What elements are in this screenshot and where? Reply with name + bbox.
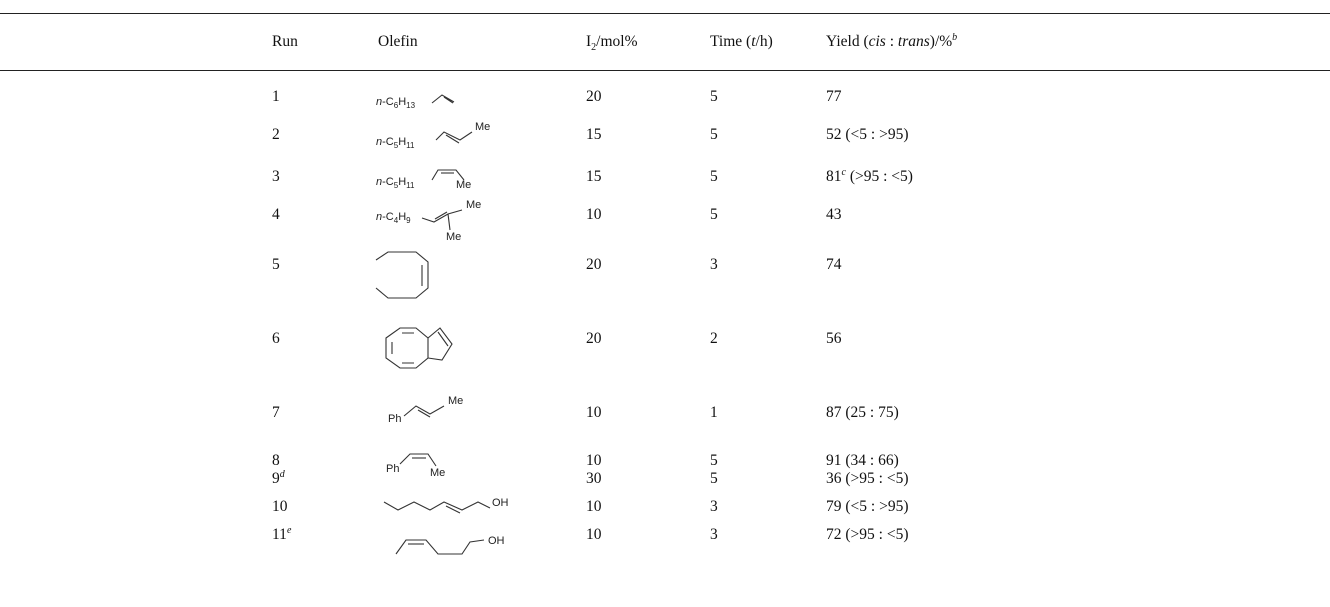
table-top-rule [0,13,1330,14]
cell-iodine: 15 [586,168,602,185]
svg-text:Me: Me [475,121,490,133]
cell-time: 3 [710,526,718,543]
cell-time: 5 [710,168,718,185]
cell-iodine: 15 [586,126,602,143]
olefin-structure-11: OH [395,535,505,555]
cell-run: 2 [272,126,280,143]
cell-iodine: 20 [586,330,602,347]
svg-text:Ph: Ph [386,463,399,475]
cell-iodine: 10 [586,498,602,515]
cell-iodine: 20 [586,88,602,105]
cell-time: 5 [710,452,718,469]
cell-iodine: 10 [586,526,602,543]
cell-run: 4 [272,206,280,223]
cell-run: 3 [272,168,280,185]
olefin-structure-6 [385,327,453,369]
cell-yield: 79 (<5 : >95) [826,498,909,515]
olefin-structure-1: n-C6H13 [376,94,455,110]
cell-run: 9d [272,468,285,487]
svg-text:OH: OH [488,535,505,547]
svg-text:Me: Me [430,467,445,479]
cell-yield: 72 (>95 : <5) [826,526,909,543]
table-header-rule [0,70,1330,71]
cell-yield: 74 [826,256,842,273]
olefin-structure-8: Ph Me [386,453,445,479]
olefin-structure-10: OH [383,497,509,514]
cell-iodine: 20 [586,256,602,273]
svg-text:Me: Me [456,179,471,191]
cell-time: 1 [710,404,718,421]
header-run: Run [272,33,298,50]
svg-text:Ph: Ph [388,413,401,425]
cell-time: 3 [710,498,718,515]
svg-text:OH: OH [492,497,509,509]
cell-yield: 36 (>95 : <5) [826,470,909,487]
header-time: Time (t/h) [710,33,773,50]
cell-time: 5 [710,126,718,143]
cell-yield: 52 (<5 : >95) [826,126,909,143]
cell-time: 2 [710,330,718,347]
svg-text:n-C6H13: n-C6H13 [376,96,416,110]
cell-run: 10 [272,498,288,515]
cell-run: 7 [272,404,280,421]
svg-text:Me: Me [446,231,461,243]
cell-run: 1 [272,88,280,105]
cell-yield: 77 [826,88,842,105]
cell-run: 6 [272,330,280,347]
cell-iodine: 10 [586,404,602,421]
cell-iodine: 30 [586,470,602,487]
cell-run: 11e [272,524,292,543]
header-iodine: I2/mol% [586,33,638,54]
svg-text:n-C5H11: n-C5H11 [376,176,415,190]
cell-yield: 81c (>95 : <5) [826,166,913,185]
cell-run: 8 [272,452,280,469]
olefin-structure-4: n-C4H9 Me Me [376,199,481,243]
cell-yield: 87 (25 : 75) [826,404,899,421]
cell-iodine: 10 [586,206,602,223]
cell-yield: 56 [826,330,842,347]
olefin-structure-7: Ph Me [388,395,463,425]
header-olefin: Olefin [378,33,418,50]
cell-time: 5 [710,470,718,487]
svg-text:n-C4H9: n-C4H9 [376,211,411,225]
cell-yield: 91 (34 : 66) [826,452,899,469]
svg-text:Me: Me [466,199,481,211]
svg-text:Me: Me [448,395,463,407]
header-yield: Yield (cis : trans)/%b [826,31,958,50]
cell-run: 5 [272,256,280,273]
cell-yield: 43 [826,206,842,223]
olefin-structure-5 [375,251,429,299]
cell-time: 5 [710,88,718,105]
cell-time: 5 [710,206,718,223]
cell-iodine: 10 [586,452,602,469]
svg-text:n-C5H11: n-C5H11 [376,136,415,150]
cell-time: 3 [710,256,718,273]
olefin-structure-3: n-C5H11 Me [376,169,471,191]
olefin-structure-2: n-C5H11 Me [376,121,490,150]
